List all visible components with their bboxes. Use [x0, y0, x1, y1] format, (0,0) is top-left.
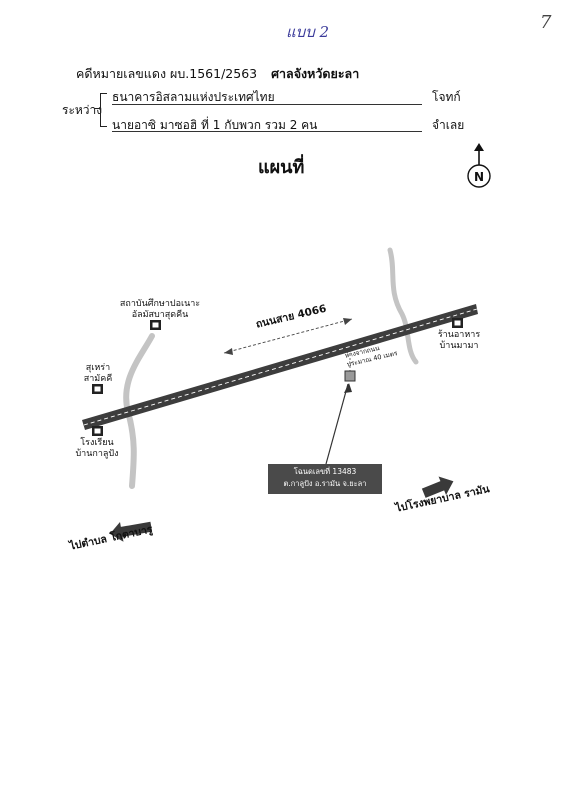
label-mosque: สุเหร่า สามัคคี [83, 363, 113, 384]
road-centerline [83, 308, 478, 426]
map-title: แผนที่ [258, 157, 305, 178]
plaintiff-underline [112, 104, 422, 105]
page-number: 7 [540, 12, 552, 33]
court-name: ศาลจังหวัดยะลา [271, 66, 360, 81]
defendant-underline [112, 131, 422, 132]
stream-east [387, 247, 419, 365]
north-arrow-icon: N [467, 143, 491, 188]
label-institute: สถาบันศึกษาปอเนาะ อัลมัสบาสุดคีน [119, 299, 201, 320]
road-span-arrow [223, 318, 353, 355]
parcel-callout-line [325, 383, 349, 465]
arrow-to-kota-icon [109, 521, 153, 542]
north-label: N [474, 170, 484, 184]
defendant-name: นายอาซิ มาซอฮิ ที่ 1 กับพวก รวม 2 คน [112, 118, 318, 132]
case-line: คดีหมายเลขแดง ผบ.1561/2563 ศาลจังหวัดยะล… [76, 64, 359, 84]
mosque-icon [92, 384, 103, 394]
parcel-marker [344, 370, 356, 382]
plaintiff-role: โจทก์ [432, 90, 461, 104]
label-school: โรงเรียน บ้านกาลูปัง [75, 438, 119, 459]
school-icon [92, 426, 103, 436]
case-number: คดีหมายเลขแดง ผบ.1561/2563 [76, 66, 258, 81]
parcel-label-box: โฉนดเลขที่ 13483 ต.กาลูปัง อ.รามัน จ.ยะล… [268, 464, 382, 494]
parcel-callout-arrowhead [344, 383, 352, 393]
document-form-mark: แบบ 2 [286, 23, 330, 41]
restaurant-icon [452, 318, 463, 328]
between-label: ระหว่าง [62, 103, 103, 117]
defendant-role: จำเลย [432, 118, 465, 132]
institute-icon [150, 320, 161, 330]
plaintiff-name: ธนาคารอิสลามแห่งประเทศไทย [112, 90, 275, 104]
arrow-to-hospital-icon [421, 476, 454, 498]
party-brace [100, 93, 107, 127]
party-brace-tick [94, 108, 101, 109]
label-restaurant: ร้านอาหาร บ้านมามา [437, 330, 481, 351]
